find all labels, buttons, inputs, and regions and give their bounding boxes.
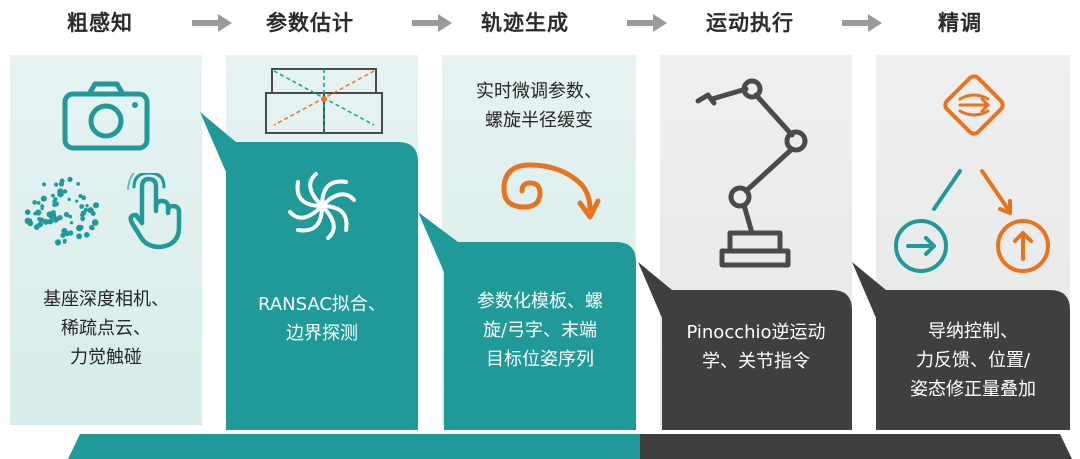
robot-arm-icon	[695, 78, 808, 268]
point-cloud-icon	[24, 176, 100, 246]
stage-description-coarse-perception: 基座深度相机、 稀疏点云、 力觉触碰	[43, 289, 169, 368]
branch-arrows-icon	[932, 169, 1012, 215]
stage-card-fine-tuning	[852, 262, 1070, 430]
touch-hand-icon	[127, 173, 182, 250]
camera-icon	[62, 81, 150, 151]
stage-card-parameter-estimation	[200, 112, 418, 430]
orientation-correction-icon	[996, 219, 1050, 273]
force-feedback-icon	[943, 74, 1005, 136]
bottom-band	[0, 430, 1080, 459]
stage-title-fine-tuning: 精调	[938, 11, 982, 35]
right-arrow-icon	[627, 14, 667, 32]
stage-card-motion-execution	[638, 262, 852, 430]
ransac-swirl-icon	[288, 172, 356, 240]
right-arrow-icon	[412, 14, 452, 32]
stage-title-trajectory-generation: 轨迹生成	[481, 11, 569, 35]
stage-title-coarse-perception: 粗感知	[67, 11, 133, 35]
stage-panel-coarse-perception: 基座深度相机、 稀疏点云、 力觉触碰	[10, 55, 202, 425]
right-arrow-icon	[192, 14, 232, 32]
stage-description-motion-execution: Pinocchio逆运动 学、关节指令	[686, 322, 826, 372]
right-arrow-icon	[842, 14, 882, 32]
spiral-arrow-icon	[501, 162, 601, 220]
stage-description-parameter-estimation: RANSAC拟合、 边界探测	[258, 294, 386, 344]
boundary-box-icon	[265, 68, 383, 134]
stage-title-parameter-estimation: 参数估计	[266, 11, 354, 35]
stage-title-motion-execution: 运动执行	[706, 11, 794, 35]
stage-card-trajectory-generation	[418, 212, 636, 430]
stage-note-trajectory-generation: 实时微调参数、 螺旋半径缓变	[476, 81, 602, 131]
position-correction-icon	[894, 219, 948, 273]
stage-description-fine-tuning: 导纳控制、 力反馈、位置/ 姿态修正量叠加	[910, 321, 1036, 400]
stage-description-trajectory-generation: 参数化模板、螺 旋/弓字、末端 目标位姿序列	[477, 291, 603, 370]
